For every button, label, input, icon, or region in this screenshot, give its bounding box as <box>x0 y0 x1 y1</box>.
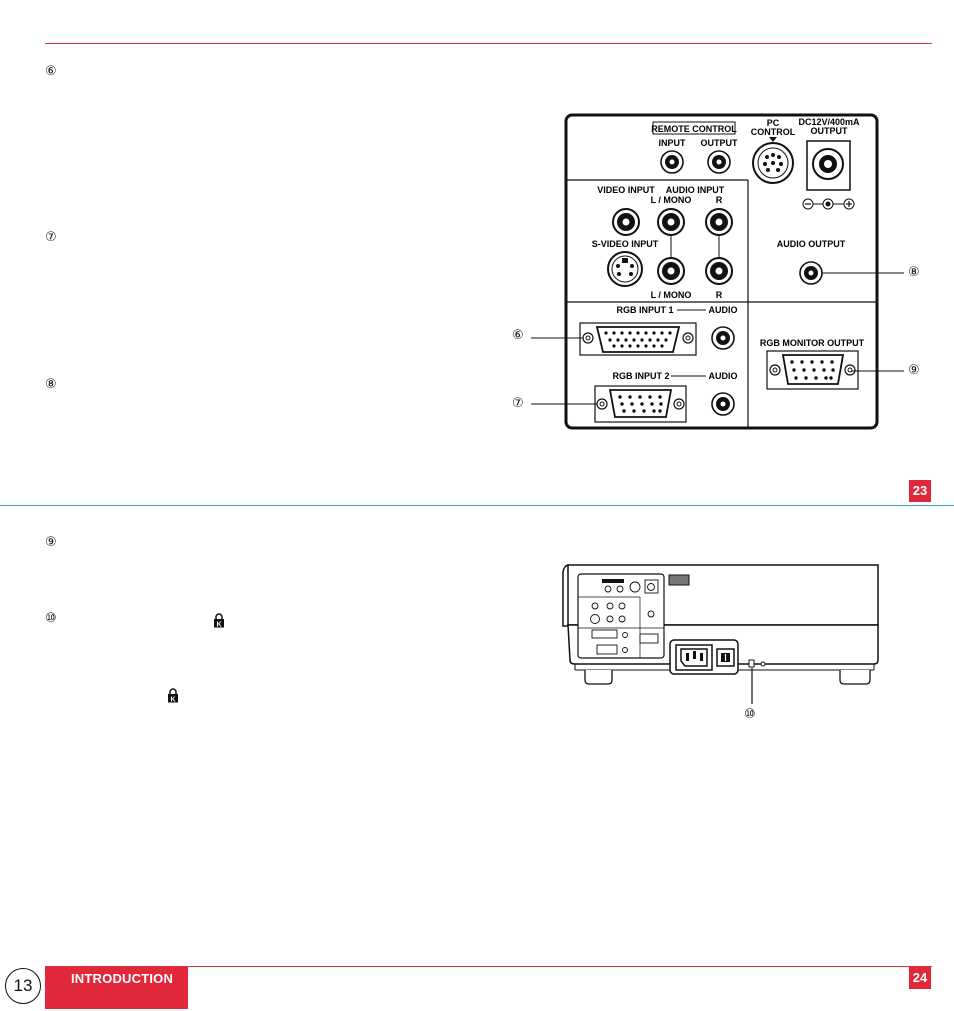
projector-rear-view <box>562 564 879 704</box>
rgb-input-1-port <box>595 326 681 353</box>
audio-input-r-jack <box>705 208 733 236</box>
remote-input-jack <box>660 150 684 174</box>
label-l-mono-top: L / MONO <box>651 195 692 205</box>
video-input-jack <box>612 208 640 236</box>
svg-text:K: K <box>216 621 221 628</box>
callout-9: ⑨ <box>45 535 57 550</box>
security-slot <box>748 659 755 668</box>
label-dc-output: OUTPUT <box>811 126 849 136</box>
bottom-rule <box>45 966 932 967</box>
diagram-callout-6: ⑥ <box>512 328 524 343</box>
callout-7: ⑦ <box>45 230 57 245</box>
label-dc: DC12V/400mA <box>798 117 860 127</box>
remote-output-jack <box>707 150 731 174</box>
label-output: OUTPUT <box>701 138 739 148</box>
section-tab: INTRODUCTION <box>45 967 188 1009</box>
section-title: INTRODUCTION <box>71 971 174 986</box>
diagram-callout-9: ⑨ <box>908 363 920 378</box>
diagram-callout-10: ⑩ <box>744 707 756 722</box>
label-video-input: VIDEO INPUT <box>597 185 655 195</box>
kensington-lock-icon: K <box>168 688 178 703</box>
page-badge-23: 23 <box>909 480 931 502</box>
label-r-bottom: R <box>716 290 723 300</box>
diagram-callout-7: ⑦ <box>512 396 524 411</box>
label-r-top: R <box>716 195 723 205</box>
label-rgb-input-1: RGB INPUT 1 <box>616 305 673 315</box>
label-audio-1: AUDIO <box>709 305 738 315</box>
rgb-audio-1-jack <box>711 326 735 350</box>
label-pc: PC <box>767 118 780 128</box>
middle-rule <box>0 505 954 506</box>
label-s-video-input: S-VIDEO INPUT <box>592 239 659 249</box>
label-l-mono-bottom: L / MONO <box>651 290 692 300</box>
audio-input-r2-jack <box>705 257 733 285</box>
audio-input-l-mono-jack <box>657 257 685 285</box>
callout-6: ⑥ <box>45 64 57 79</box>
page-number: 13 <box>5 968 41 1004</box>
label-audio-output: AUDIO OUTPUT <box>777 239 846 249</box>
label-rgb-monitor-output: RGB MONITOR OUTPUT <box>760 338 865 348</box>
label-rgb-input-2: RGB INPUT 2 <box>612 371 669 381</box>
page-badge-24: 24 <box>909 967 931 989</box>
rgb-audio-2-jack <box>711 392 735 416</box>
top-rule <box>45 43 932 44</box>
callout-10: ⑩ <box>45 611 57 626</box>
label-control: CONTROL <box>751 127 796 137</box>
diagram-callout-8: ⑧ <box>908 265 920 280</box>
rear-panel-diagram: REMOTE CONTROL INPUT OUTPUT PC CONTROL D… <box>531 113 904 430</box>
label-input: INPUT <box>659 138 687 148</box>
label-audio-2: AUDIO <box>709 371 738 381</box>
kensington-lock-icon: K <box>214 613 224 628</box>
callout-8: ⑧ <box>45 377 57 392</box>
arrow-down-icon <box>769 137 777 142</box>
audio-output-jack <box>799 261 823 285</box>
audio-input-l-jack <box>657 208 685 236</box>
label-audio-input: AUDIO INPUT <box>666 185 725 195</box>
svg-text:K: K <box>170 696 175 703</box>
label-remote-control: REMOTE CONTROL <box>651 124 737 134</box>
